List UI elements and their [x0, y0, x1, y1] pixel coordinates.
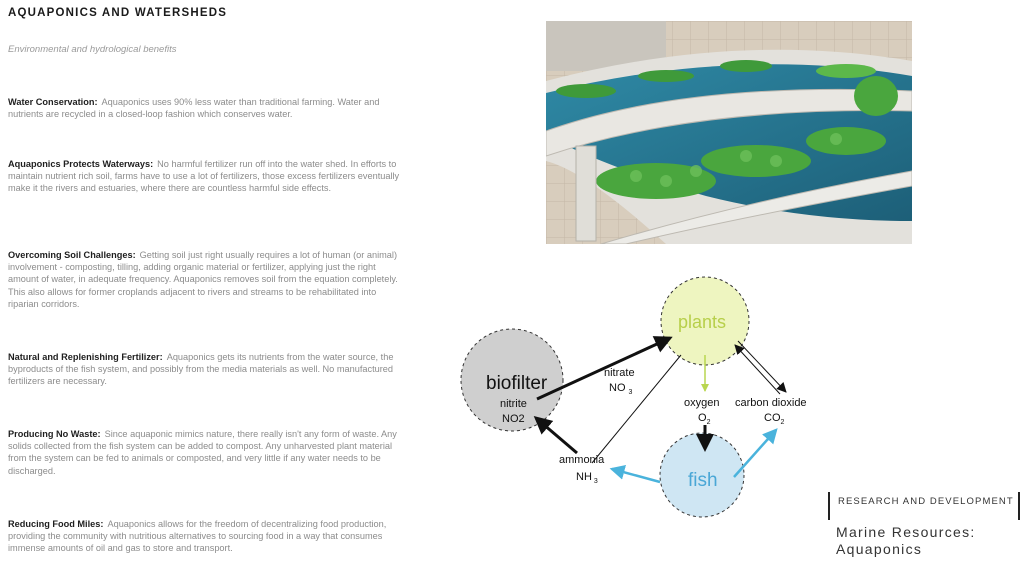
section-soil-challenges: Overcoming Soil Challenges:Getting soil …: [8, 249, 403, 310]
section-heading: Producing No Waste:: [8, 429, 101, 439]
section-heading: Water Conservation:: [8, 97, 98, 107]
section-text: No harmful fertilizer run off into the w…: [8, 159, 400, 194]
section-water-conservation: Water Conservation:Aquaponics uses 90% l…: [8, 96, 403, 120]
section-heading: Reducing Food Miles:: [8, 519, 104, 529]
ammonia-to-plants-line: [591, 354, 682, 464]
section-text: Aquaponics uses 90% less water than trad…: [8, 97, 380, 120]
biofilter-no2-label: NO2: [502, 413, 525, 425]
oxygen-formula: O2: [698, 412, 711, 426]
branding-title: Marine Resources: Aquaponics: [836, 524, 976, 557]
section-heading: Natural and Replenishing Fertilizer:: [8, 352, 163, 362]
section-food-miles: Reducing Food Miles:Aquaponics allows fo…: [8, 518, 403, 555]
section-text: Since aquaponic mimics nature, there rea…: [8, 429, 397, 476]
section-heading: Aquaponics Protects Waterways:: [8, 159, 154, 169]
section-no-waste: Producing No Waste:Since aquaponic mimic…: [8, 428, 403, 477]
nitrate-arrow: [536, 336, 673, 401]
section-heading: Overcoming Soil Challenges:: [8, 250, 136, 260]
section-text: Getting soil just right usually requires…: [8, 250, 398, 309]
section-text: Aquaponics gets its nutrients from the w…: [8, 352, 394, 387]
co2-arrow-up: [734, 344, 781, 395]
branding-tag: RESEARCH AND DEVELOPMENT: [838, 496, 1014, 507]
nitrate-label: nitrate: [604, 367, 635, 379]
biofilter-label: biofilter: [486, 373, 548, 394]
co2-label: carbon dioxide: [735, 397, 807, 409]
section-text: Aquaponics allows for the freedom of dec…: [8, 519, 387, 554]
ammonia-to-biofilter-arrow: [533, 416, 578, 455]
co2-formula: CO2: [764, 412, 785, 426]
fish-to-ammonia-arrow: [609, 465, 661, 484]
page-title: AQUAPONICS AND WATERSHEDS: [8, 7, 228, 19]
plants-label: plants: [678, 312, 726, 332]
branding-box: RESEARCH AND DEVELOPMENT: [828, 492, 1020, 520]
biofilter-node: [460, 328, 564, 432]
fish-node: [659, 432, 745, 518]
section-protects-waterways: Aquaponics Protects Waterways:No harmful…: [8, 158, 403, 195]
ammonia-label: ammonia: [559, 454, 605, 466]
biofilter-nitrite-label: nitrite: [500, 398, 527, 410]
nitrogen-cycle-diagram: plants biofilter nitrite NO2 fish nitrat…: [452, 255, 832, 525]
fish-label: fish: [688, 470, 718, 491]
co2-arrow-down: [737, 340, 787, 393]
oxygen-label: oxygen: [684, 397, 719, 409]
section-natural-fertilizer: Natural and Replenishing Fertilizer:Aqua…: [8, 351, 403, 388]
fish-to-co2-arrow: [733, 428, 778, 478]
page-subtitle: Environmental and hydrological benefits: [8, 44, 177, 55]
aquaponics-facility-photo: [546, 21, 912, 244]
plants-node: [660, 276, 750, 366]
